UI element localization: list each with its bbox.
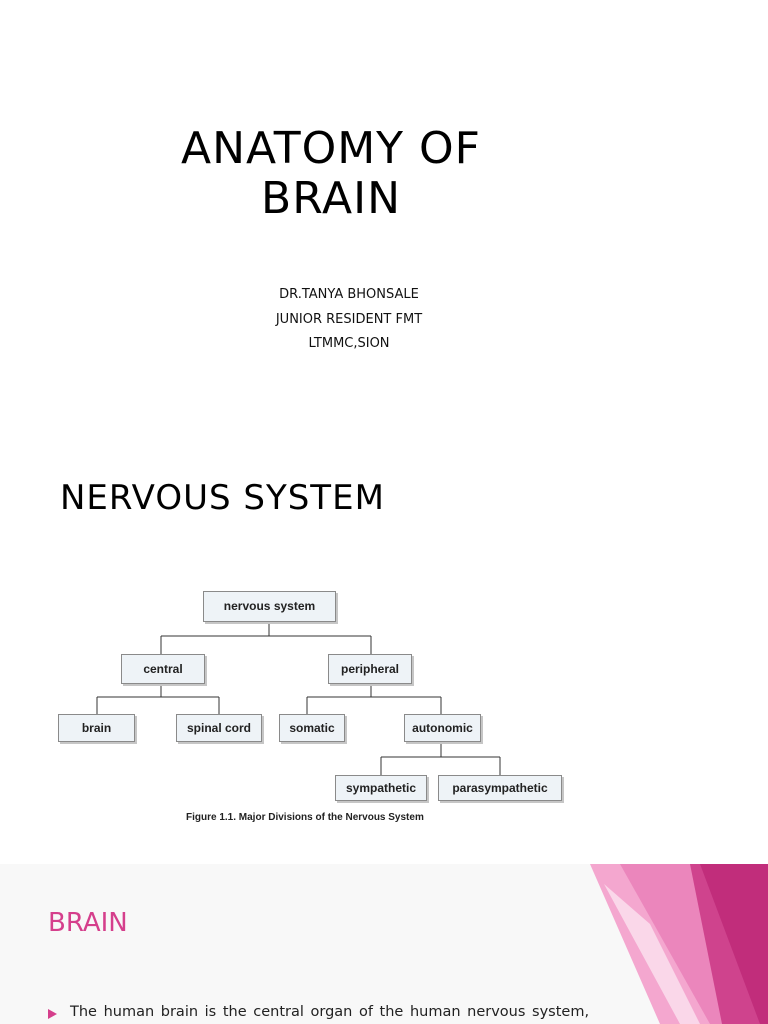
node-sympathetic: sympathetic [335, 775, 427, 801]
figure-caption: Figure 1.1. Major Divisions of the Nervo… [186, 812, 424, 823]
subtitle-block: DR.TANYA BHONSALE JUNIOR RESIDENT FMT LT… [0, 283, 698, 357]
author-role: JUNIOR RESIDENT FMT [275, 311, 423, 327]
slide-title: ANATOMY OF BRAIN [0, 124, 662, 224]
bullet-arrow-icon [48, 1009, 57, 1019]
institution: LTMMC,SION [308, 336, 390, 351]
node-brain: brain [58, 714, 135, 742]
node-nervous-system: nervous system [203, 591, 336, 622]
nervous-system-slide: NERVOUS SYSTEM nervous system central [0, 432, 768, 864]
author-name: DR.TANYA BHONSALE [279, 287, 419, 302]
node-central: central [121, 654, 205, 684]
title-slide: ANATOMY OF BRAIN DR.TANYA BHONSALE JUNIO… [0, 0, 768, 432]
node-peripheral: peripheral [328, 654, 412, 684]
slide-title: NERVOUS SYSTEM [60, 478, 385, 518]
node-spinal-cord: spinal cord [176, 714, 262, 742]
slide-title: BRAIN [48, 908, 128, 938]
node-autonomic: autonomic [404, 714, 481, 742]
title-line-2: BRAIN [261, 173, 401, 224]
node-somatic: somatic [279, 714, 345, 742]
decorative-shapes [590, 864, 768, 1024]
title-line-1: ANATOMY OF [181, 123, 481, 174]
node-parasympathetic: parasympathetic [438, 775, 562, 801]
brain-slide: BRAIN The human brain is the central org… [0, 864, 768, 1024]
bullet-text: The human brain is the central organ of … [70, 1004, 590, 1020]
tree-connectors [96, 622, 501, 775]
